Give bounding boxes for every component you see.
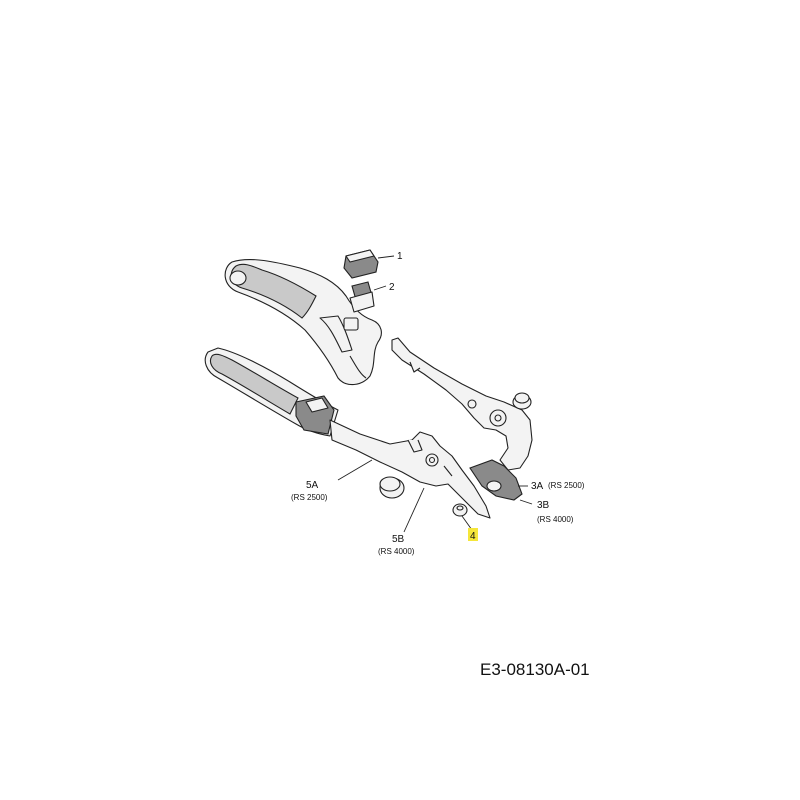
upper-blade-arm xyxy=(391,337,533,471)
part-2-clip xyxy=(349,281,387,313)
leader-5a xyxy=(337,459,373,481)
leader-5b xyxy=(403,487,425,533)
lower-handle xyxy=(204,347,339,437)
pivot-bolt xyxy=(512,392,532,410)
part-1-bumper xyxy=(343,249,395,279)
callout-3b-variant: (RS 4000) xyxy=(537,515,574,524)
callout-3a-variant: (RS 2500) xyxy=(548,481,585,490)
callout-5a: 5A xyxy=(306,480,319,491)
callout-5a-variant: (RS 2500) xyxy=(291,493,328,502)
lower-anvil-arm xyxy=(329,419,491,519)
upper-handle xyxy=(224,259,382,386)
part-4-screw xyxy=(452,503,473,531)
drawing-code: E3-08130A-01 xyxy=(480,660,590,679)
callout-3b: 3B xyxy=(537,500,550,511)
part-3-blade-insert xyxy=(469,459,533,505)
callout-1: 1 xyxy=(397,251,403,262)
callout-4: 4 xyxy=(470,531,476,542)
callout-5b: 5B xyxy=(392,534,405,545)
callout-5b-variant: (RS 4000) xyxy=(378,547,415,556)
callout-2: 2 xyxy=(389,282,395,293)
handle-cap xyxy=(379,476,405,499)
callout-3a: 3A xyxy=(531,481,544,492)
callout-4-highlight xyxy=(468,528,478,541)
